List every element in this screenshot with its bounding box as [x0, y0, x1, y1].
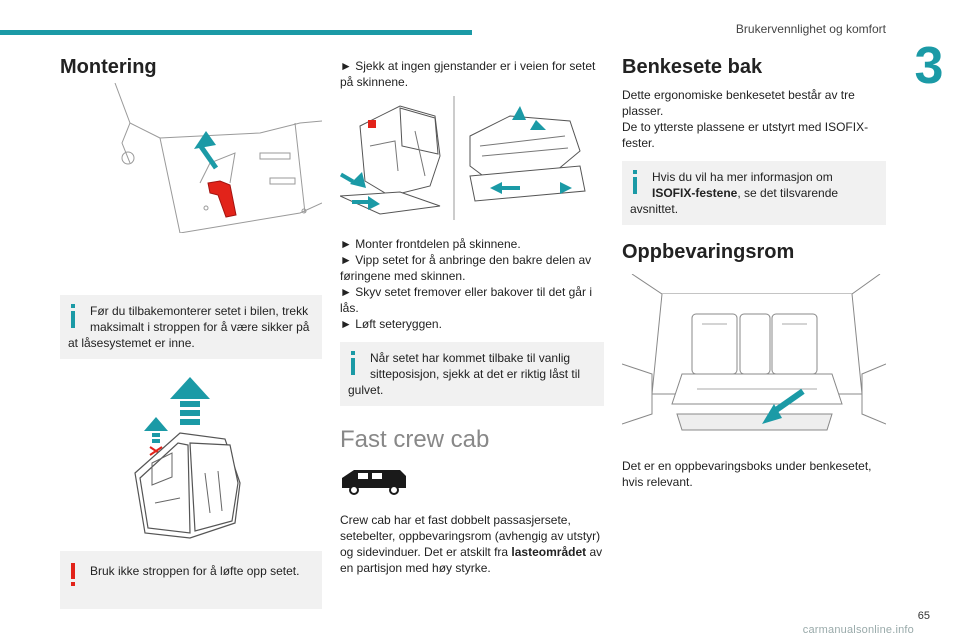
steps-list: Monter frontdelen på skinnene. Vipp sete… [340, 236, 604, 332]
info-text-start: Hvis du vil ha mer informasjon om [652, 170, 833, 184]
info-text-mid: , se det tilsvarende [737, 186, 839, 200]
illustration-storage-box [622, 274, 886, 444]
header-accent-bar [0, 30, 472, 35]
storage-description: Det er en oppbevaringsboks under benkese… [622, 459, 872, 489]
section-heading-oppbevaringsrom: Oppbevaringsrom [622, 241, 795, 263]
info-text-line2: at låsesystemet er inne. [68, 336, 195, 350]
benkesete-description: Dette ergonomiske benkesetet består av t… [622, 88, 855, 118]
info-box-isofix: Hvis du vil ha mer informasjon om ISOFIX… [622, 161, 886, 225]
info-text-line1: Før du tilbakemonterer setet i bilen, tr… [90, 304, 310, 334]
info-text-line1: Når setet har kommet tilbake til vanlig … [370, 351, 581, 381]
section-heading-montering: Montering [60, 56, 157, 78]
column-montering-steps: Sjekk at ingen gjenstander er i veien fo… [340, 58, 604, 576]
crew-cab-description: Crew cab har et fast dobbelt passasjerse… [340, 512, 604, 576]
illustration-seat-lift [60, 373, 322, 543]
step-slide-seat: Skyv setet fremover eller bakover til de… [340, 284, 604, 316]
info-box-strap: Før du tilbakemonterer setet i bilen, tr… [60, 295, 322, 359]
isofix-description: De to ytterste plassene er utstyrt med I… [622, 120, 869, 150]
chapter-number: 3 [914, 37, 944, 95]
page-header-title: Brukervennlighet og komfort [735, 22, 886, 36]
section-heading-benkesete: Benkesete bak [622, 56, 763, 78]
warning-box: Bruk ikke stroppen for å løfte opp setet… [60, 551, 322, 609]
van-icon [340, 466, 604, 496]
step-mount-front: Monter frontdelen på skinnene. [340, 236, 604, 252]
step-raise-back: Løft seteryggen. [340, 316, 604, 332]
column-benkesete: Benkesete bak Dette ergonomiske benkeset… [622, 50, 886, 490]
info-text-line2: gulvet. [348, 383, 384, 397]
page-number: 65 [917, 610, 930, 622]
info-text-isofix-link: ISOFIX-festene [652, 186, 738, 200]
illustration-seat-strap [60, 83, 322, 233]
info-box-locked: Når setet har kommet tilbake til vanlig … [340, 342, 604, 406]
crew-text-start: Crew cab har et fast dobbelt passasjerse… [340, 513, 601, 559]
illustration-seat-rails [340, 96, 604, 220]
step-check-rails: Sjekk at ingen gjenstander er i veien fo… [340, 58, 604, 90]
crew-text-bold: lasteområdet [511, 545, 587, 559]
step-tilt-seat: Vipp setet for å anbringe den bakre dele… [340, 252, 604, 284]
info-icon [348, 351, 358, 375]
info-icon [630, 170, 640, 194]
watermark: carmanualsonline.info [802, 624, 914, 636]
info-icon [68, 304, 78, 328]
info-text-line2: avsnittet. [630, 202, 679, 216]
crew-text-end: av en partisjon med høy styrke. [340, 545, 603, 575]
warning-icon [68, 563, 78, 587]
column-montering: Montering Før du tilbake [60, 50, 322, 609]
warning-text: Bruk ikke stroppen for å løfte opp setet… [90, 564, 300, 578]
section-heading-crew-cab: Fast crew cab [340, 426, 490, 453]
